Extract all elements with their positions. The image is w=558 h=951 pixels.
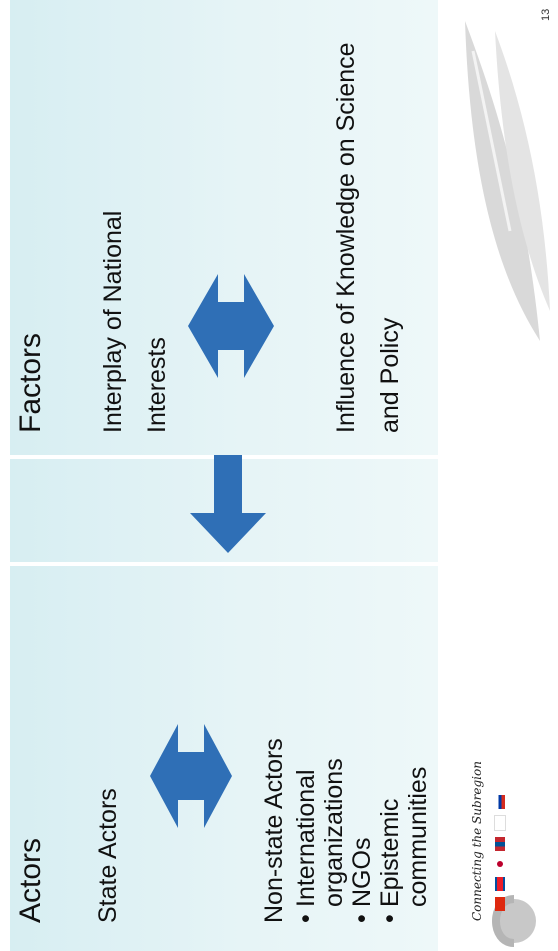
- factors-double-arrow: [188, 274, 274, 378]
- non-state-actors-list: International organizations NGOs Epistem…: [292, 583, 432, 923]
- actors-double-arrow: [150, 724, 232, 828]
- leaf-watermark-icon: [465, 21, 550, 341]
- flag-japan-icon: [495, 857, 505, 871]
- actors-title: Actors: [14, 837, 47, 923]
- state-actors-label: State Actors: [94, 788, 122, 923]
- non-state-actors-label: Non-state Actors: [260, 738, 288, 923]
- influence-label: Influence of Knowledge on Science and Po…: [332, 42, 404, 433]
- logo-tagline: Connecting the Subregion: [470, 761, 484, 921]
- flag-china-icon: [495, 897, 505, 911]
- list-item: International organizations: [292, 697, 348, 923]
- interplay-label: Interplay of National Interests: [99, 210, 171, 433]
- factors-title: Factors: [14, 332, 47, 433]
- flags-row: [494, 795, 506, 911]
- flag-mongolia-icon: [495, 837, 505, 851]
- flag-dprk-icon: [495, 877, 505, 891]
- list-item: NGOs: [348, 583, 376, 923]
- flag-russia-icon: [495, 795, 505, 809]
- flag-korea-icon: [494, 815, 506, 831]
- page-number: 13: [540, 8, 552, 21]
- list-item: Epistemic communities: [376, 707, 432, 923]
